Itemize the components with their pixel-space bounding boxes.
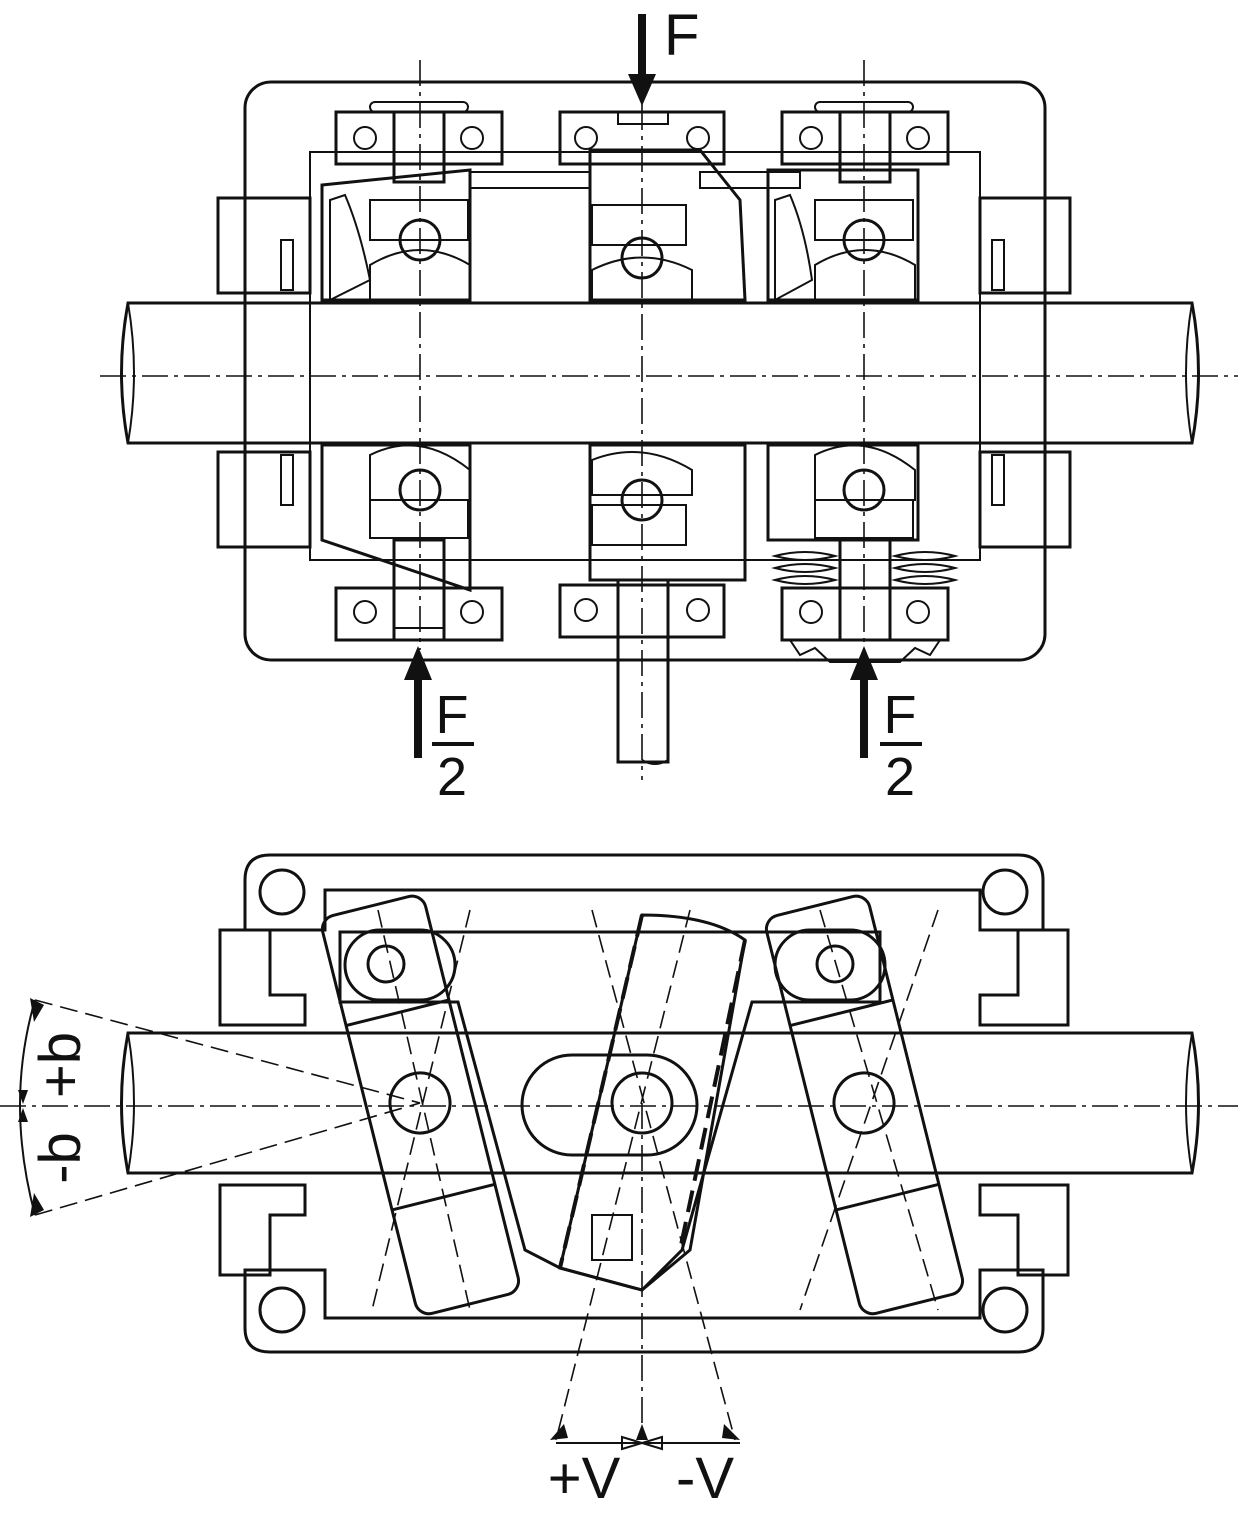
left-gear-lower bbox=[320, 443, 472, 642]
bottom-plan-view: +b -b +V -V bbox=[0, 853, 1238, 1511]
angle-dimension bbox=[18, 998, 421, 1217]
angle-label-negative: -b bbox=[28, 1132, 93, 1184]
right-gear-upper bbox=[766, 101, 950, 302]
force-right-denominator: 2 bbox=[885, 747, 915, 807]
bottom-housing bbox=[218, 853, 1070, 1354]
center-plate bbox=[338, 913, 882, 1292]
angle-label-positive: +b bbox=[28, 1032, 93, 1098]
force-right-numerator: F bbox=[884, 685, 917, 745]
top-center-lines bbox=[100, 20, 1238, 780]
disc-springs bbox=[771, 551, 959, 585]
left-bearings bbox=[334, 101, 504, 642]
right-lever bbox=[764, 894, 965, 1316]
force-left-numerator: F bbox=[436, 685, 469, 745]
right-pivot bbox=[773, 928, 887, 1002]
left-lever bbox=[320, 894, 521, 1316]
bottom-center-lines bbox=[0, 909, 1238, 1441]
connecting-bar bbox=[469, 171, 801, 189]
force-arrow-left bbox=[404, 646, 432, 758]
offset-dimension bbox=[550, 1424, 740, 1451]
left-gear-upper bbox=[320, 168, 472, 302]
left-pivot bbox=[343, 928, 457, 1002]
top-section-view: F F 2 F 2 bbox=[100, 3, 1238, 807]
force-arrow-right bbox=[850, 646, 878, 758]
bottom-shaft bbox=[120, 1031, 1200, 1175]
top-housing bbox=[216, 80, 1072, 662]
force-label-top: F bbox=[664, 3, 699, 68]
force-arrow-top bbox=[628, 14, 656, 106]
offset-label-negative: -V bbox=[676, 1446, 734, 1511]
right-gear-lower bbox=[766, 443, 959, 663]
offset-label-positive: +V bbox=[548, 1446, 621, 1511]
force-left-denominator: 2 bbox=[437, 747, 467, 807]
center-gear bbox=[558, 110, 747, 765]
top-shaft bbox=[120, 301, 1200, 445]
